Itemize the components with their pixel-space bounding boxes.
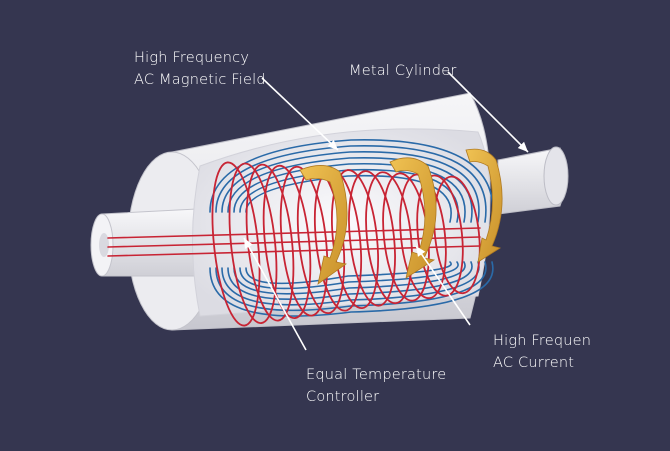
label-ac-current-line2: AC Current xyxy=(493,355,575,371)
label-metal-cylinder: Metal Cylinder xyxy=(349,60,456,82)
magnetic-field-lines xyxy=(209,139,494,317)
field-line-top xyxy=(221,151,480,223)
coil-turn xyxy=(433,175,481,295)
field-line-top xyxy=(245,174,452,223)
coil-turn xyxy=(262,164,312,320)
label-magnetic-field-line2: AC Magnetic Field xyxy=(134,72,266,88)
pointer-temperature-controller xyxy=(243,237,307,351)
label-metal-cylinder-line1: Metal Cylinder xyxy=(349,63,457,79)
coil-turn xyxy=(348,170,396,307)
label-magnetic-field-line1: High Frequency xyxy=(134,50,250,66)
field-line-bottom xyxy=(233,261,466,295)
current-arrow-1 xyxy=(299,165,348,285)
coil-turn xyxy=(211,161,261,327)
label-ac-current-line1: High Frequen xyxy=(493,333,592,349)
coil-turn xyxy=(399,173,447,300)
field-line-top xyxy=(209,139,494,223)
pointer-magnetic-field xyxy=(261,77,339,151)
field-line-bottom xyxy=(239,261,459,290)
pointer-metal-cylinder xyxy=(447,71,529,153)
pointer-ac-current xyxy=(415,245,471,326)
coil-turn xyxy=(365,171,413,305)
field-line-bottom xyxy=(215,261,487,312)
coil-turn xyxy=(331,169,379,310)
label-ac-current: High Frequen AC Current xyxy=(493,330,591,374)
label-magnetic-field: High Frequency AC Magnetic Field xyxy=(134,47,266,91)
label-temperature-controller: Equal Temperature Controller xyxy=(306,364,446,408)
field-line-bottom xyxy=(209,261,494,317)
current-arrow-3 xyxy=(465,148,503,263)
left-shaft-bore xyxy=(99,233,109,257)
right-shaft-end xyxy=(543,146,569,206)
coil-turn xyxy=(228,162,278,324)
coil-turn xyxy=(416,174,464,297)
field-line-top xyxy=(215,145,487,223)
annotation-pointers xyxy=(243,71,529,351)
coil-turn xyxy=(279,165,329,317)
label-temperature-controller-line2: Controller xyxy=(306,389,380,405)
label-temperature-controller-line1: Equal Temperature xyxy=(306,367,447,383)
